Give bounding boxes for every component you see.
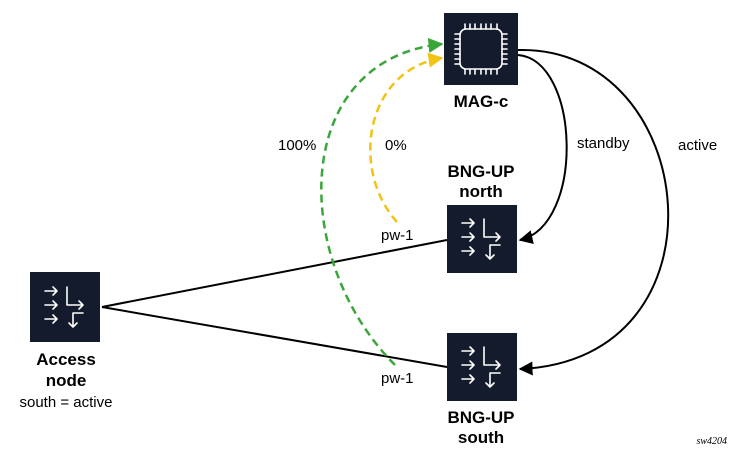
mag-c-label: MAG-c: [454, 92, 509, 111]
edge-standby: [517, 54, 568, 244]
bng-north-label-line2: north: [459, 182, 502, 201]
arrows-router-icon: [461, 346, 501, 388]
chip-icon: [454, 23, 508, 75]
pw-south-label: pw-1: [381, 370, 414, 387]
access-node[interactable]: [30, 272, 100, 342]
active-label: active: [678, 137, 717, 154]
pw-north-label: pw-1: [381, 227, 414, 244]
standby-label: standby: [577, 135, 630, 152]
link-access-south: [101, 306, 448, 368]
edge-active: [517, 48, 670, 376]
access-node-label-line1: Access: [36, 350, 96, 369]
bng-south-node[interactable]: [447, 333, 517, 401]
bng-north-node[interactable]: [447, 205, 517, 273]
bng-south-label-line1: BNG-UP: [447, 408, 514, 427]
arrows-router-icon: [461, 218, 501, 260]
bng-south-label-line2: south: [458, 428, 504, 447]
link-access-north: [101, 239, 448, 308]
pct-0-label: 0%: [385, 137, 407, 154]
arrows-router-icon: [44, 286, 84, 328]
access-node-subtitle: south = active: [20, 394, 113, 411]
pct-100-label: 100%: [278, 137, 316, 154]
pw-south-traffic-arc: [320, 37, 444, 366]
access-node-label-line2: node: [46, 371, 87, 390]
pw-north-traffic-arc: [369, 52, 444, 223]
figure-ref: sw4204: [696, 436, 727, 447]
mag-c-node[interactable]: [444, 13, 518, 85]
bng-north-label-line1: BNG-UP: [447, 162, 514, 181]
